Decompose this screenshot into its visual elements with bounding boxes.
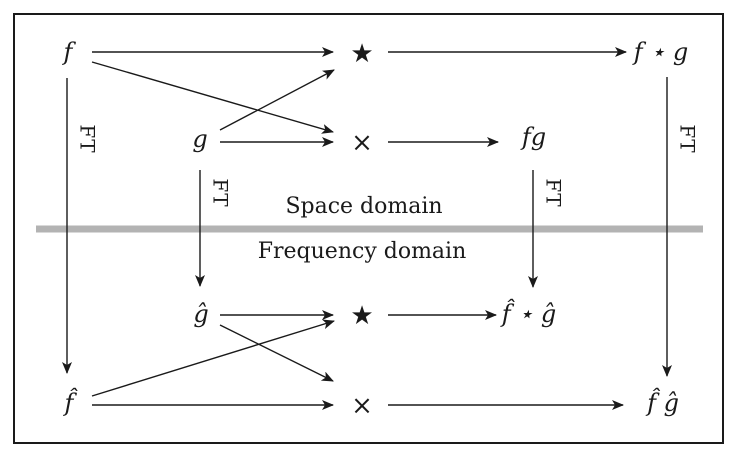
arrow-f-to-multiplication [91, 61, 334, 134]
node-f-hat-g-hat: f̂ ĝ [645, 388, 679, 417]
node-f: f [62, 38, 77, 66]
ft-label-g: FT [209, 178, 233, 207]
node-f-hat: f̂ [63, 388, 79, 417]
convolution-operator-bottom: ★ [350, 301, 373, 331]
node-fg: fg [520, 123, 546, 151]
node-f-hat-star-g-hat: f̂ ⋆ ĝ [500, 299, 557, 328]
node-f-star-g: f ⋆ g [632, 38, 689, 66]
arrow-g-hat-to-multiplication [219, 324, 334, 382]
ft-label-fg: FT [542, 178, 566, 207]
arrow-f-hat-to-convolution [91, 319, 335, 397]
multiplication-operator-top: × [351, 128, 373, 158]
diagram-frame [13, 13, 724, 444]
ft-label-f: FT [76, 124, 100, 153]
node-g-hat: ĝ [193, 300, 208, 328]
multiplication-operator-bottom: × [351, 391, 373, 421]
space-domain-label: Space domain [285, 194, 442, 219]
ft-label-f-star-g: FT [676, 124, 700, 153]
convolution-operator-top: ★ [350, 39, 373, 69]
frequency-domain-label: Frequency domain [258, 239, 467, 264]
node-g: g [192, 125, 207, 153]
arrow-g-to-convolution [219, 69, 335, 131]
